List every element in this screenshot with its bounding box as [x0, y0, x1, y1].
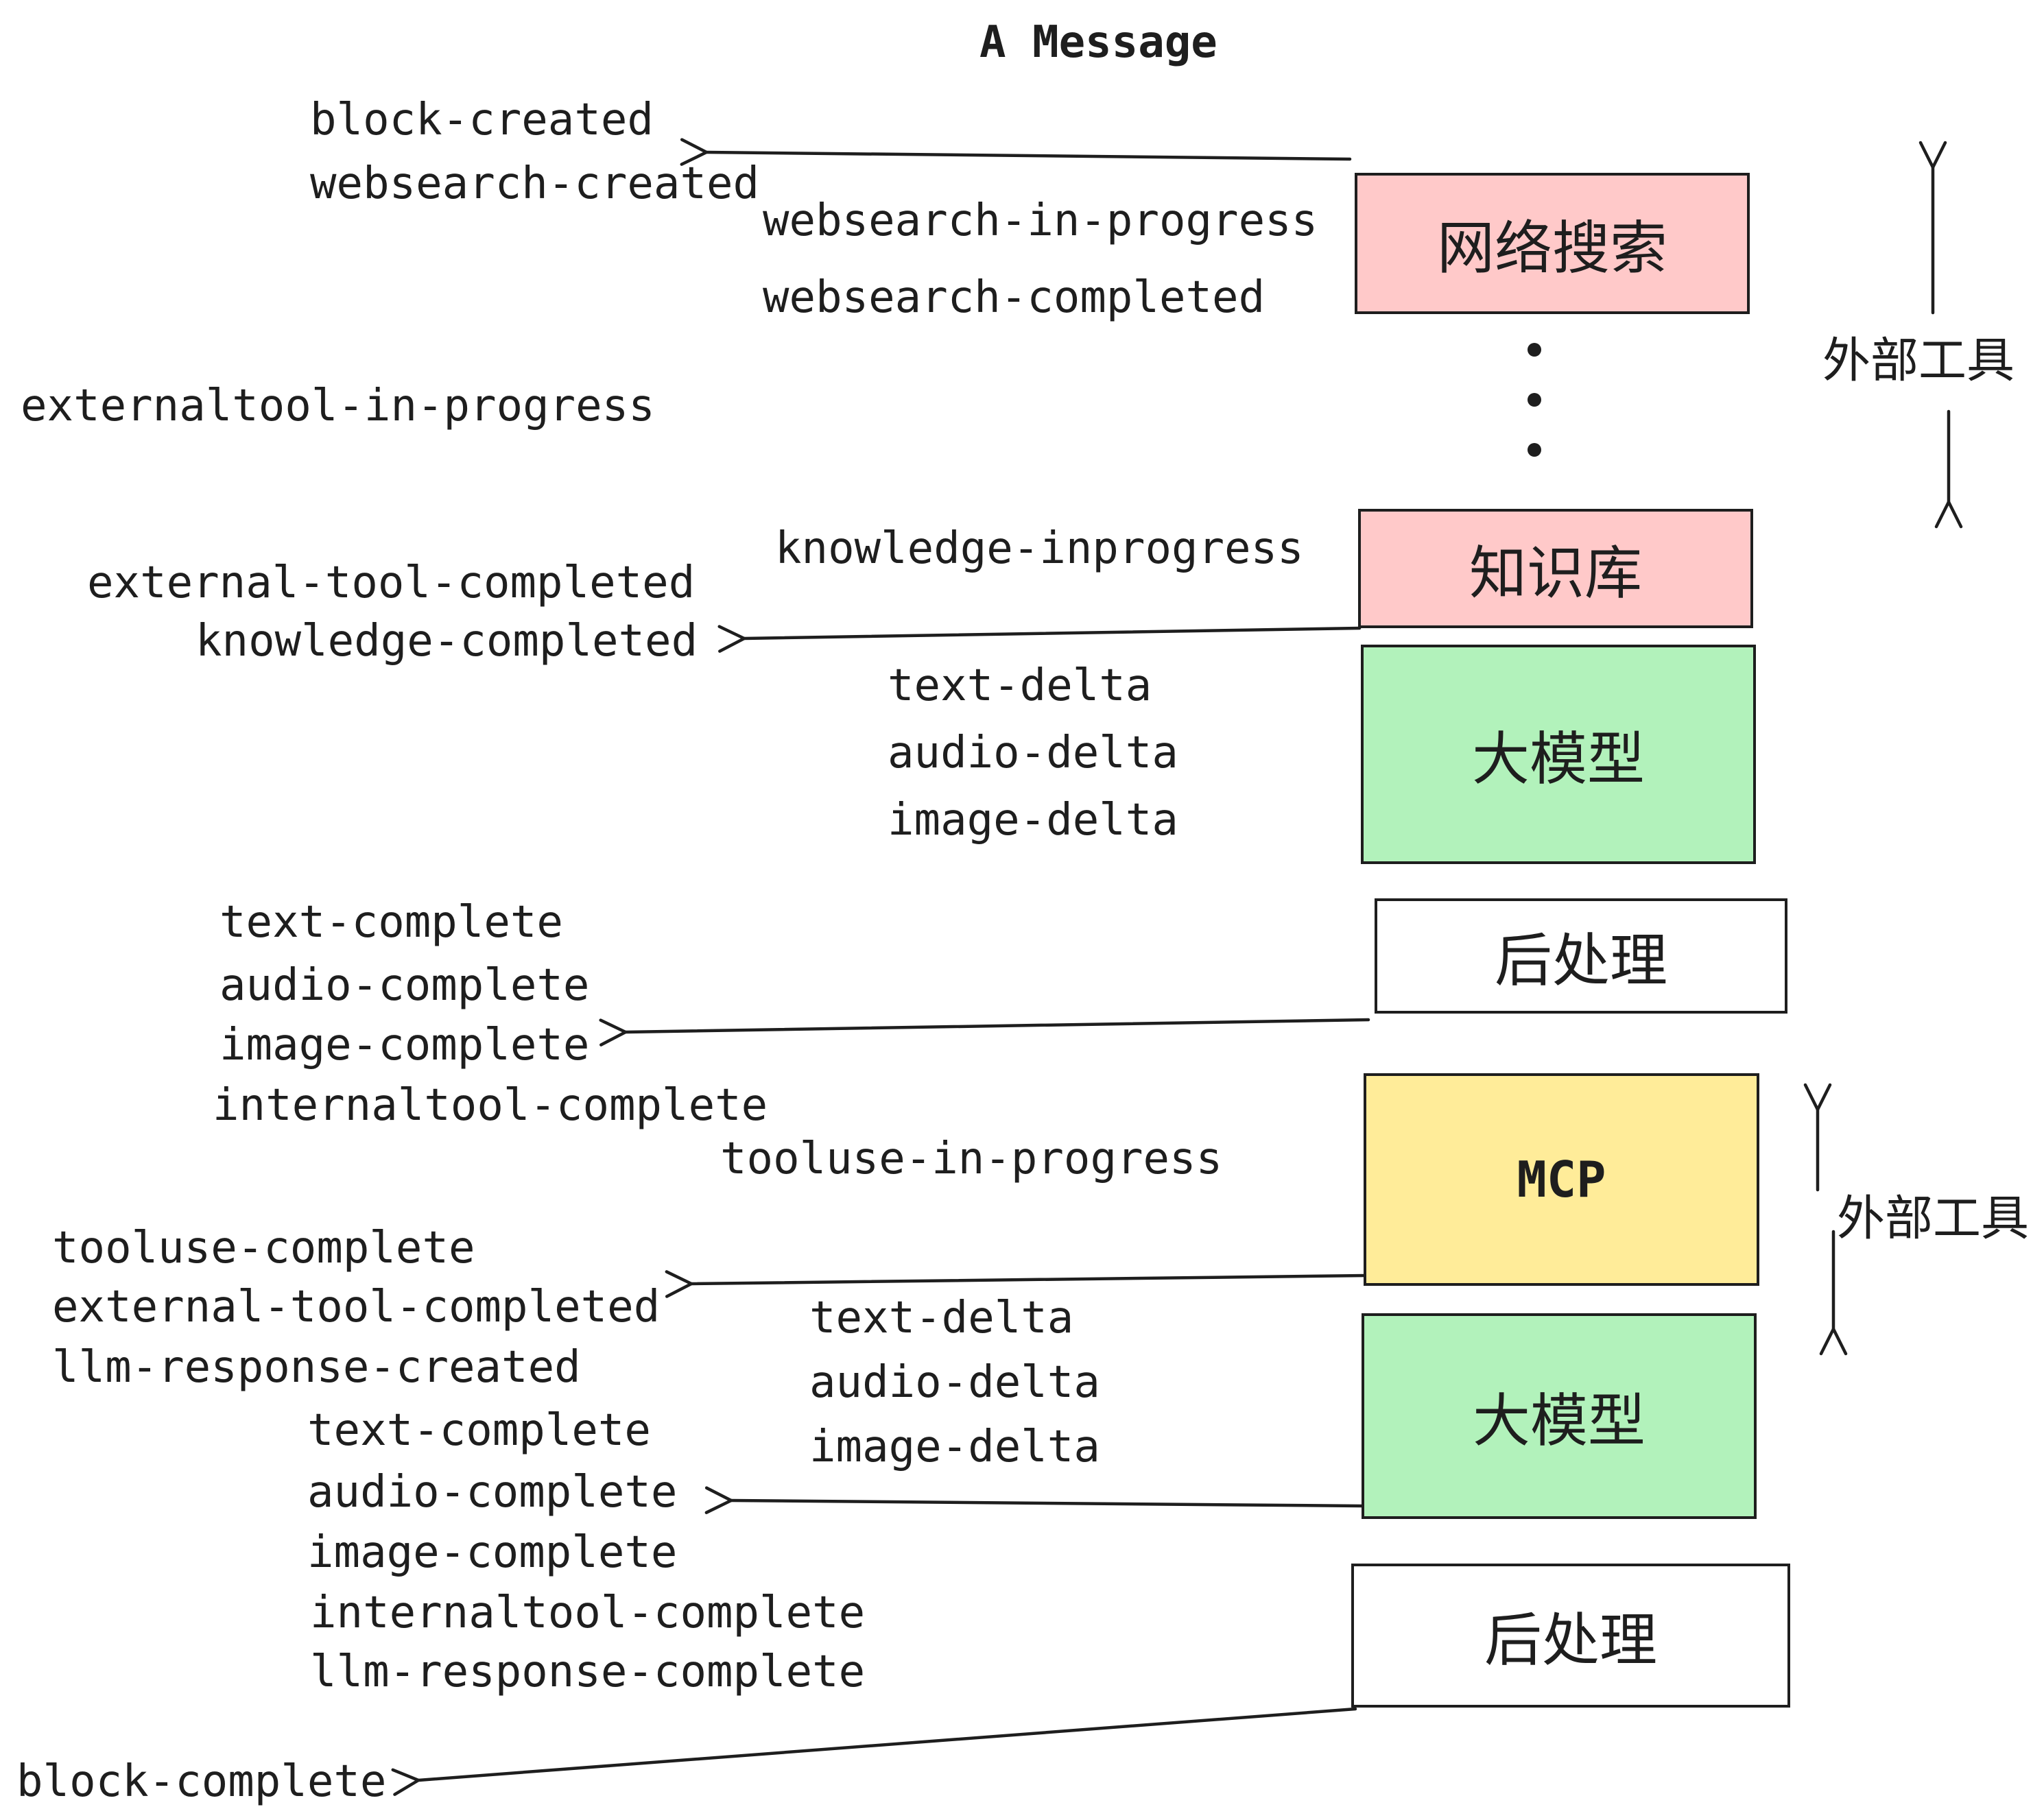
event-audio-delta-1: audio-delta — [888, 728, 1178, 778]
annotation-external-tools-2: 外部工具 — [1837, 1190, 2029, 1247]
event-text-delta-1: text-delta — [888, 660, 1152, 711]
event-internaltool-complete-1: internaltool-complete — [213, 1080, 768, 1131]
node-llm-2-label: 大模型 — [1472, 1387, 1645, 1455]
event-knowledge-completed: knowledge-completed — [195, 616, 698, 667]
node-postprocess-1-label: 后处理 — [1494, 926, 1667, 994]
node-knowledge-label: 知识库 — [1469, 539, 1642, 607]
event-llm-response-created: llm-response-created — [52, 1342, 581, 1393]
event-audio-complete-1: audio-complete — [219, 960, 590, 1011]
event-image-complete-1: image-complete — [219, 1020, 590, 1070]
event-externaltool-in-progress: externaltool-in-progress — [21, 381, 655, 431]
event-image-delta-1: image-delta — [888, 795, 1178, 846]
node-postprocess-2: 后处理 — [1351, 1564, 1790, 1708]
event-external-tool-completed-1: external-tool-completed — [87, 558, 696, 608]
event-llm-response-complete: llm-response-complete — [310, 1647, 866, 1697]
event-websearch-completed: websearch-completed — [763, 272, 1265, 323]
node-mcp-label: MCP — [1517, 1151, 1606, 1208]
node-websearch: 网络搜索 — [1355, 173, 1750, 314]
event-audio-delta-2: audio-delta — [809, 1357, 1100, 1408]
node-postprocess-2-label: 后处理 — [1484, 1606, 1657, 1674]
event-websearch-created: websearch-created — [310, 158, 760, 209]
node-mcp: MCP — [1364, 1073, 1759, 1286]
arrow-block-complete — [391, 1707, 1357, 1796]
event-websearch-in-progress: websearch-in-progress — [763, 195, 1318, 246]
arrow-internal-complete — [599, 1018, 1370, 1046]
arrow-knowledge-completed — [717, 625, 1362, 653]
event-text-delta-2: text-delta — [809, 1293, 1074, 1343]
arrow-tooluse-complete — [665, 1270, 1367, 1298]
event-text-complete-1: text-complete — [219, 897, 563, 948]
node-llm-1: 大模型 — [1361, 645, 1756, 864]
event-block-complete: block-complete — [16, 1756, 387, 1807]
ellipsis-dot-2 — [1528, 393, 1541, 407]
arrow-audio-complete — [704, 1486, 1364, 1514]
node-llm-2: 大模型 — [1362, 1313, 1757, 1519]
event-external-tool-completed-2: external-tool-completed — [52, 1282, 661, 1332]
event-block-created: block-created — [310, 95, 654, 145]
event-knowledge-inprogress: knowledge-inprogress — [775, 523, 1304, 574]
node-knowledge: 知识库 — [1358, 509, 1753, 628]
event-tooluse-in-progress: tooluse-in-progress — [720, 1134, 1223, 1184]
annotation-external-tools-1: 外部工具 — [1822, 332, 2015, 389]
event-audio-complete-2: audio-complete — [307, 1467, 678, 1518]
ellipsis-dot-3 — [1528, 443, 1541, 457]
node-llm-1-label: 大模型 — [1471, 725, 1645, 793]
node-websearch-label: 网络搜索 — [1436, 214, 1667, 282]
event-text-complete-2: text-complete — [307, 1405, 651, 1456]
event-image-complete-2: image-complete — [307, 1527, 678, 1578]
page-title: A Message — [979, 17, 1217, 68]
event-internaltool-complete-2: internaltool-complete — [310, 1588, 866, 1638]
node-postprocess-1: 后处理 — [1375, 898, 1787, 1014]
ellipsis-dot-1 — [1528, 343, 1541, 357]
event-image-delta-2: image-delta — [809, 1422, 1100, 1472]
arrow-block-created — [680, 138, 1352, 166]
event-tooluse-complete: tooluse-complete — [52, 1223, 475, 1273]
